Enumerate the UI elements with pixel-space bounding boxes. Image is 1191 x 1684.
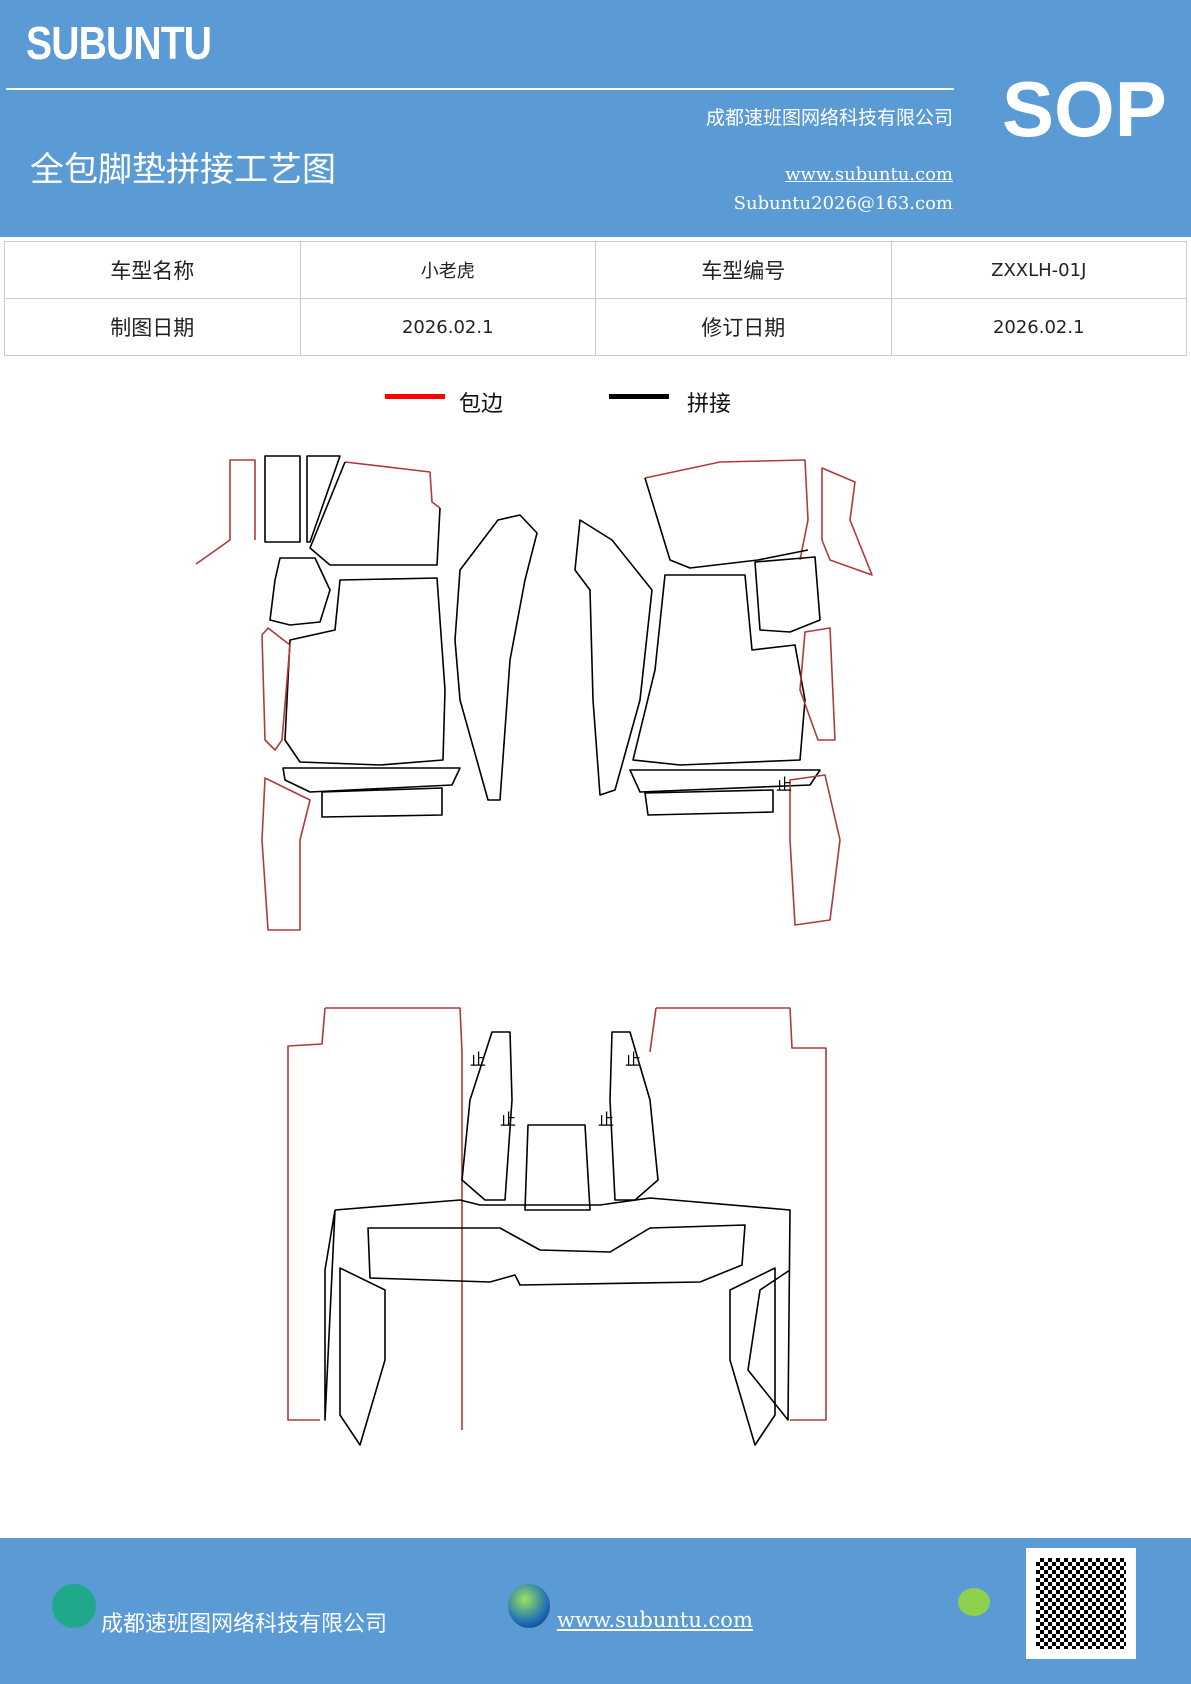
mat-piece <box>334 1197 791 1421</box>
mat-piece <box>754 556 821 633</box>
mat-piece <box>269 557 331 626</box>
mat-piece <box>789 774 841 926</box>
mat-piece <box>644 477 809 569</box>
mat-piece <box>261 777 311 931</box>
cell: 小老虎 <box>299 241 596 299</box>
mat-piece <box>287 1007 463 1430</box>
mat-piece <box>282 767 461 793</box>
mat-piece <box>264 455 341 543</box>
mat-piece <box>629 769 821 816</box>
table-row: 制图日期 2026.02.1 修订日期 2026.02.1 <box>4 298 1187 356</box>
building-icon <box>52 1584 96 1628</box>
mat-piece <box>574 519 653 796</box>
footer-website-link[interactable]: www.subuntu.com <box>557 1608 753 1632</box>
stop-mark: 止 <box>598 1110 614 1129</box>
stop-mark: 止 <box>776 775 792 794</box>
email: Subuntu2026@163.com <box>733 193 953 214</box>
stop-mark: 止 <box>625 1050 641 1069</box>
header-divider <box>6 88 954 90</box>
legend-swatch-seam <box>609 394 669 399</box>
mat-piece <box>799 627 836 741</box>
cell: 车型名称 <box>4 241 301 299</box>
cell: 2026.02.1 <box>890 298 1187 356</box>
mat-piece <box>195 459 256 565</box>
legend-swatch-edge <box>385 394 445 399</box>
cell: 车型编号 <box>595 241 892 299</box>
website-link[interactable]: www.subuntu.com <box>785 164 953 185</box>
info-table: 车型名称 小老虎 车型编号 ZXXLH-01J 制图日期 2026.02.1 修… <box>4 241 1187 356</box>
mat-piece <box>339 1267 776 1446</box>
cell: 修订日期 <box>595 298 892 356</box>
floor-mat-diagram: 止 止 止 止 止 <box>195 455 873 1446</box>
qr-pattern <box>1036 1558 1126 1649</box>
mat-piece <box>821 467 873 576</box>
footer: 成都速班图网络科技有限公司 www.subuntu.com <box>0 1538 1191 1684</box>
qr-code <box>1026 1548 1136 1659</box>
mat-piece <box>632 574 806 766</box>
footer-company: 成都速班图网络科技有限公司 <box>101 1612 388 1637</box>
mat-piece <box>524 1124 591 1211</box>
mat-piece <box>344 461 441 509</box>
mat-piece <box>644 459 809 561</box>
company-name: 成都速班图网络科技有限公司 <box>705 107 953 129</box>
mat-piece <box>649 1007 827 1421</box>
mat-piece <box>284 577 446 766</box>
stop-mark: 止 <box>500 1110 516 1129</box>
sop-badge: SOP <box>1002 65 1167 153</box>
logo: SUBUNTU <box>26 17 212 69</box>
legend-label-seam: 拼接 <box>687 392 732 417</box>
cell: 2026.02.1 <box>299 298 596 356</box>
mat-piece <box>454 514 538 801</box>
mat-piece <box>367 1224 746 1286</box>
mat-piece <box>321 787 443 818</box>
mat-piece <box>461 1031 659 1201</box>
table-row: 车型名称 小老虎 车型编号 ZXXLH-01J <box>4 241 1187 299</box>
wechat-icon <box>958 1588 990 1616</box>
stop-mark: 止 <box>470 1050 486 1069</box>
mat-piece <box>261 627 291 751</box>
cell: ZXXLH-01J <box>890 241 1187 299</box>
page-title: 全包脚垫拼接工艺图 <box>30 150 336 190</box>
mat-piece <box>309 461 441 566</box>
cell: 制图日期 <box>4 298 301 356</box>
header: SUBUNTU 全包脚垫拼接工艺图 成都速班图网络科技有限公司 www.subu… <box>0 0 1191 237</box>
globe-icon <box>508 1584 550 1628</box>
mat-piece <box>324 1209 336 1421</box>
legend-label-edge: 包边 <box>459 392 504 417</box>
